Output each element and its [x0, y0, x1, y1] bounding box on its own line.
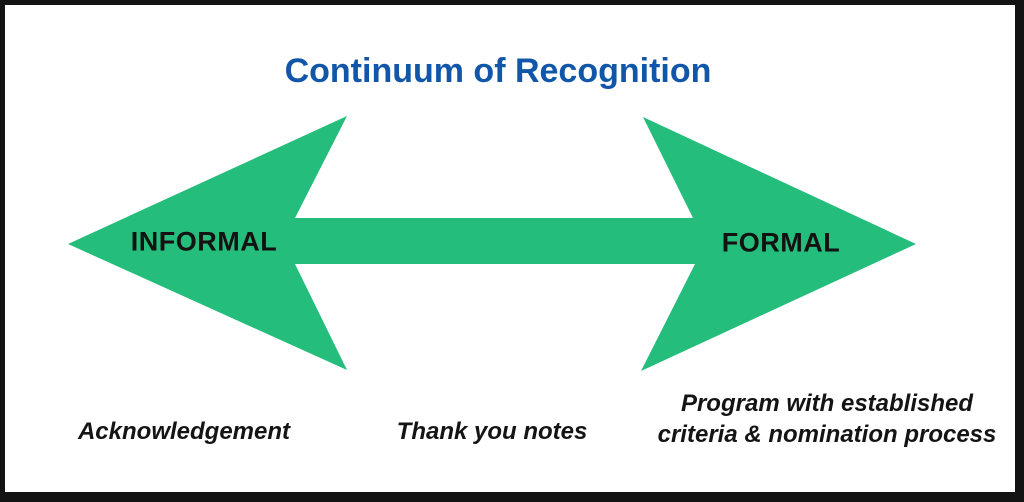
formal-end-label: FORMAL	[721, 227, 841, 258]
diagram-title: Continuum of Recognition	[284, 52, 712, 90]
middle-example-label: Thank you notes	[396, 418, 588, 445]
formal-example-label: Program with established criteria & nomi…	[658, 388, 997, 450]
formal-example-line2: criteria & nomination process	[657, 421, 997, 448]
informal-end-label: INFORMAL	[130, 226, 278, 257]
informal-example-label: Acknowledgement	[77, 418, 291, 445]
double-headed-arrow-icon	[68, 116, 916, 371]
formal-example-line1: Program with established	[680, 390, 974, 417]
